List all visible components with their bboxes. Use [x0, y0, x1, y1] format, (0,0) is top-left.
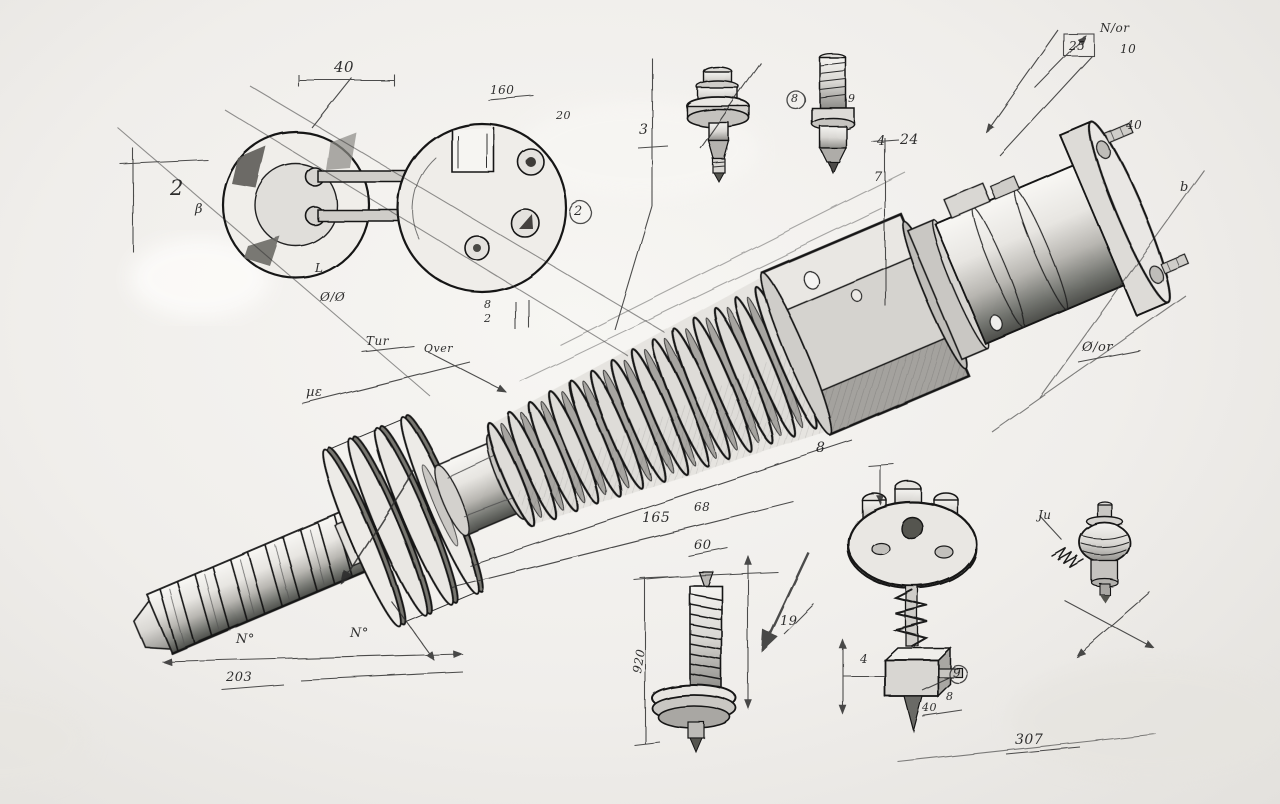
handwritten-annotation: 4	[877, 134, 886, 149]
detail-small-plug	[686, 66, 750, 183]
handwritten-annotation: 3	[639, 122, 649, 138]
handwritten-annotation: 307	[1015, 732, 1044, 748]
ribbed-insulator	[486, 277, 828, 528]
handwritten-annotation: 2	[170, 176, 184, 200]
handwritten-annotation: Ju	[1038, 508, 1052, 522]
handwritten-annotation: 165	[642, 510, 671, 526]
handwritten-annotation: β	[195, 202, 204, 217]
handwritten-annotation: 24	[900, 132, 919, 148]
handwritten-annotation: 20	[556, 109, 571, 122]
handwritten-annotation: 7	[874, 170, 883, 185]
handwritten-annotation: 920	[630, 647, 649, 675]
disc-stack	[322, 413, 484, 628]
detail-view-plate	[396, 122, 568, 294]
handwritten-annotation: 8	[484, 298, 492, 311]
handwritten-annotation: 2	[484, 312, 492, 325]
end-flange	[1058, 120, 1190, 317]
handwritten-annotation: 160	[490, 83, 515, 97]
handwritten-annotation: 203	[226, 670, 253, 685]
handwritten-annotation: Ø/Ø	[320, 290, 346, 304]
handwritten-annotation: 60	[694, 538, 712, 553]
detail-threaded-stud	[811, 53, 855, 175]
handwritten-annotation: 68	[694, 500, 711, 514]
handwritten-annotation: 8	[816, 440, 826, 456]
handwritten-annotation: 25	[1069, 39, 1086, 53]
handwritten-annotation: 19	[780, 614, 798, 629]
handwritten-annotation: 10	[1120, 42, 1137, 56]
detail-screw-with-washer	[651, 571, 737, 754]
handwritten-annotation: 8	[946, 690, 954, 703]
detail-valve-small	[1051, 501, 1131, 603]
handwritten-annotation: Ø/or	[1082, 340, 1114, 355]
handwritten-annotation: Over	[424, 342, 454, 355]
handwritten-annotation: L	[315, 261, 324, 275]
dimension-lines	[117, 29, 1205, 763]
handwritten-annotation: N°	[236, 632, 255, 647]
handwritten-annotation: N/or	[1100, 21, 1130, 35]
detail-spring-hex	[883, 585, 963, 733]
handwritten-annotation: 40	[334, 58, 355, 76]
handwritten-annotation: 40	[1126, 118, 1143, 132]
handwritten-annotation: 9	[848, 92, 856, 105]
handwritten-annotation: Tur	[366, 334, 389, 348]
handwritten-annotation: b	[1180, 180, 1189, 195]
handwritten-annotation: N°	[350, 626, 369, 641]
handwritten-annotation: 2	[574, 204, 583, 219]
detail-flange-posts	[846, 480, 978, 589]
handwritten-annotation: 9	[953, 666, 962, 680]
handwritten-annotation: 40	[922, 701, 937, 714]
handwritten-annotation: 8	[791, 92, 799, 105]
handwritten-annotation: 4	[860, 652, 869, 666]
detail-view-connector	[221, 130, 432, 280]
handwritten-annotation: µε	[306, 385, 323, 400]
cylindrical-body	[906, 164, 1126, 361]
